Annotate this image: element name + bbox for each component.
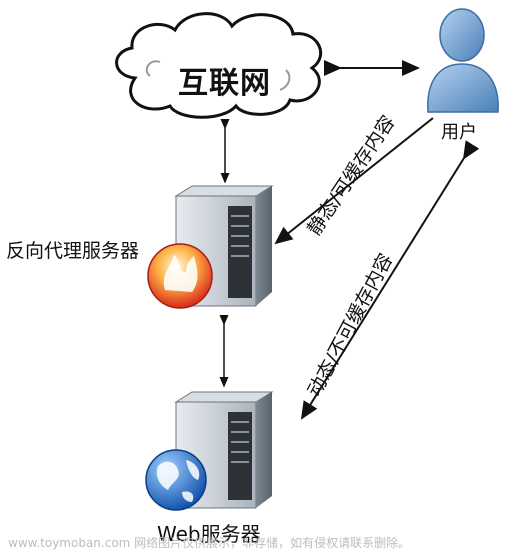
web-server-label: Web服务器 xyxy=(157,522,261,546)
proxy-server-label: 反向代理服务器 xyxy=(6,240,140,262)
internet-cloud xyxy=(115,12,323,119)
user-icon xyxy=(427,8,499,113)
internet-label: 互联网 xyxy=(178,66,271,101)
user-label: 用户 xyxy=(441,122,477,143)
firewall-icon xyxy=(147,243,213,309)
globe-icon xyxy=(145,449,207,511)
watermark-text: www.toymoban.com 网络图片仅供展示，非存储，如有侵权请联系删除。 xyxy=(8,536,411,550)
arrow-user-web-dynamic xyxy=(300,140,480,420)
